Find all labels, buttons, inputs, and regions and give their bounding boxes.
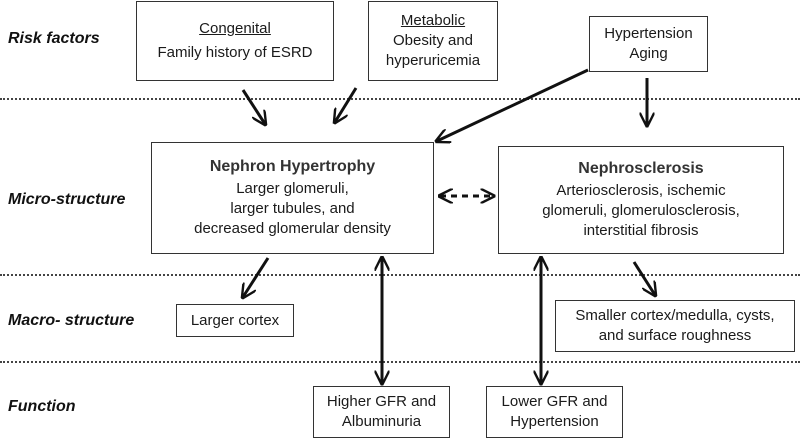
box-higher-gfr: Higher GFR and Albuminuria xyxy=(313,386,450,438)
lower-gfr-line2: Hypertension xyxy=(510,413,599,430)
box-smaller-cortex: Smaller cortex/medulla, cysts, and surfa… xyxy=(555,300,795,352)
arrow-nephrosclerosis-to-smaller-cortex xyxy=(632,261,655,295)
hypertension-aging-line2: Aging xyxy=(629,45,668,62)
divider-risk-micro xyxy=(0,98,800,100)
nephron-hypertrophy-line3: decreased glomerular density xyxy=(194,220,391,237)
nephrosclerosis-line2: glomeruli, glomerulosclerosis, xyxy=(542,202,740,219)
higher-gfr-line2: Albuminuria xyxy=(341,413,422,430)
row-label-function: Function xyxy=(8,398,76,415)
congenital-heading: Congenital xyxy=(199,20,271,37)
nephrosclerosis-line1: Arteriosclerosis, ischemic xyxy=(556,182,726,199)
larger-cortex-text: Larger cortex xyxy=(190,311,280,329)
nephrosclerosis-title: Nephrosclerosis xyxy=(578,160,704,177)
row-label-risk-factors: Risk factors xyxy=(8,30,100,47)
congenital-text: Family history of ESRD xyxy=(157,44,313,61)
smaller-cortex-line2: and surface roughness xyxy=(598,327,752,344)
metabolic-line1: Obesity and xyxy=(392,32,474,49)
nephron-hypertrophy-title: Nephron Hypertrophy xyxy=(209,158,376,175)
nephrosclerosis-line3: interstitial fibrosis xyxy=(583,222,699,239)
divider-micro-macro xyxy=(0,274,800,276)
metabolic-line2: hyperuricemia xyxy=(385,52,481,69)
hypertension-aging-line1: Hypertension xyxy=(604,25,693,42)
box-nephrosclerosis: Nephrosclerosis Arteriosclerosis, ischem… xyxy=(498,146,784,254)
box-larger-cortex: Larger cortex xyxy=(176,304,294,337)
row-label-micro-structure: Micro-structure xyxy=(8,191,126,208)
box-lower-gfr: Lower GFR and Hypertension xyxy=(486,386,623,438)
divider-macro-function xyxy=(0,361,800,363)
metabolic-heading: Metabolic xyxy=(400,12,466,29)
box-metabolic: Metabolic Obesity and hyperuricemia xyxy=(368,1,498,81)
row-label-macro-structure: Macro- structure xyxy=(8,312,135,329)
higher-gfr-line1: Higher GFR and xyxy=(326,393,437,410)
arrow-congenital-to-hypertrophy xyxy=(241,89,265,124)
nephron-hypertrophy-line1: Larger glomeruli, xyxy=(236,180,349,197)
arrow-hypertrophy-to-larger-cortex xyxy=(243,257,270,297)
lower-gfr-line1: Lower GFR and xyxy=(501,393,608,410)
box-hypertension-aging: Hypertension Aging xyxy=(589,16,708,72)
box-congenital: Congenital Family history of ESRD xyxy=(136,1,334,81)
smaller-cortex-line1: Smaller cortex/medulla, cysts, xyxy=(575,307,775,324)
arrow-metabolic-to-hypertrophy xyxy=(335,87,358,122)
box-nephron-hypertrophy: Nephron Hypertrophy Larger glomeruli, la… xyxy=(151,142,434,254)
arrow-hypertension-to-hypertrophy xyxy=(437,68,589,141)
nephron-hypertrophy-line2: larger tubules, and xyxy=(230,200,355,217)
